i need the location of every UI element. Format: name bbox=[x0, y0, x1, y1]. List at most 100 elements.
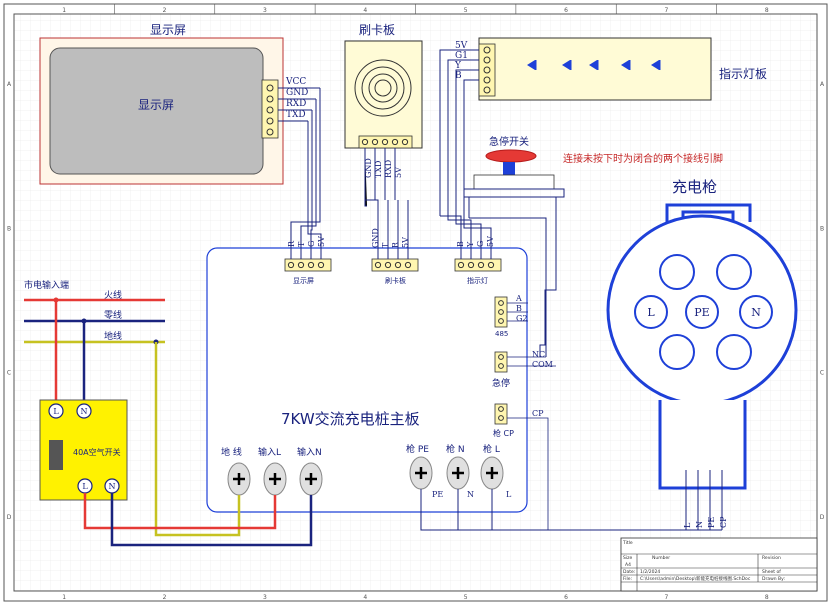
connector-estop: NC COM 急停 bbox=[492, 350, 556, 389]
display-pin-vcc: VCC bbox=[285, 77, 306, 87]
gun-wire-pe: PE bbox=[707, 517, 716, 528]
indicator-board: 指示灯板 5V G1 Y B bbox=[439, 37, 767, 216]
breaker-top-n: N bbox=[81, 407, 88, 416]
tb-file-value: C:\Users\admin\Desktop\新能充电桩接线图.SchDoc bbox=[640, 575, 751, 582]
ruler-number: 3 bbox=[263, 594, 267, 601]
rs485-pin-g2: G2 bbox=[516, 314, 527, 323]
display-pin-txd: TXD bbox=[286, 110, 306, 120]
mains-fire-label: 火线 bbox=[104, 289, 122, 301]
ruler-number: 6 bbox=[564, 594, 568, 601]
ruler-number: 7 bbox=[665, 594, 669, 601]
tb-date-label: Date: bbox=[623, 569, 635, 575]
ruler-number: 3 bbox=[263, 7, 267, 14]
card-conn-pin-t: T bbox=[381, 242, 390, 248]
indicator-pin-5v: 5V bbox=[455, 41, 468, 51]
ruler-number: 1 bbox=[62, 594, 66, 601]
connector-rs485: A B G2 485 bbox=[494, 294, 528, 338]
charging-gun-title: 充电枪 bbox=[672, 178, 717, 196]
main-board-title: 7KW交流充电桩主板 bbox=[281, 410, 420, 428]
estop-conn-pin-nc: NC bbox=[532, 350, 545, 359]
input-ground-label: 地 线 bbox=[221, 446, 242, 458]
title-block: Title Size A4 Number Revision Date: 1/2/… bbox=[620, 537, 818, 592]
ruler-number: 2 bbox=[163, 594, 167, 601]
gun-wire-cp: CP bbox=[719, 516, 728, 528]
gun-power-wires bbox=[420, 489, 722, 531]
ruler-letter: B bbox=[820, 225, 824, 232]
ruler-letter: C bbox=[820, 370, 824, 377]
gun-wire-n: N bbox=[695, 521, 704, 528]
tb-drawn-label: Drawn By: bbox=[762, 576, 785, 582]
output-terminals: 枪 PE 枪 N 枪 L PE N L bbox=[406, 443, 512, 499]
ruler-number: 8 bbox=[765, 7, 769, 14]
output-n-label: 枪 N bbox=[446, 443, 465, 455]
display-pin-rxd: RXD bbox=[286, 99, 306, 109]
input-terminals: 地 线 输入L 输入N bbox=[221, 446, 323, 496]
card-conn-pin-gnd: GND bbox=[371, 228, 380, 248]
breaker-n-wire bbox=[110, 493, 313, 547]
rs485-pin-a: A bbox=[515, 294, 522, 303]
display-module: 显示屏 显示屏 VCC GND RXD TXD bbox=[39, 23, 320, 185]
charging-gun: 充电枪 L PE N L N PE CP bbox=[606, 178, 798, 530]
ruler-number: 5 bbox=[464, 7, 468, 14]
ruler-letter: A bbox=[820, 81, 825, 88]
indicator-conn-label: 指示灯 bbox=[467, 276, 488, 285]
breaker-l-wire bbox=[83, 493, 277, 530]
display-pin-gnd: GND bbox=[286, 88, 308, 98]
mains-neutral-label: 零线 bbox=[104, 309, 122, 321]
rs485-pin-b: B bbox=[516, 304, 522, 313]
estop-title: 急停开关 bbox=[489, 135, 529, 148]
ruler-letter: A bbox=[7, 81, 12, 88]
output-letter-l: L bbox=[506, 490, 512, 499]
tb-date-value: 1/2/2024 bbox=[640, 569, 660, 575]
tb-revision-label: Revision bbox=[762, 555, 781, 561]
gun-pin-l: L bbox=[647, 306, 655, 319]
indicator-pin-y: Y bbox=[454, 61, 462, 71]
estop-conn-pin-com: COM bbox=[532, 360, 553, 369]
main-board: 7KW交流充电桩主板 R T G 5V 显示屏 GND T bbox=[206, 228, 556, 530]
tb-size-value: A4 bbox=[625, 562, 631, 568]
gun-pin-pe: PE bbox=[694, 306, 709, 319]
card-conn-label: 刷卡板 bbox=[385, 276, 406, 285]
output-pe-label: 枪 PE bbox=[406, 443, 429, 455]
input-l-label: 输入L bbox=[258, 446, 281, 458]
tb-sheet-label: Sheet of bbox=[762, 569, 781, 575]
indicator-pin-g1: G1 bbox=[455, 51, 468, 61]
mains-input: 市电输入端 火线 零线 地线 bbox=[24, 279, 241, 537]
card-conn-pin-r: R bbox=[391, 241, 400, 248]
rs485-label: 485 bbox=[495, 330, 508, 338]
ruler-number: 2 bbox=[163, 7, 167, 14]
ruler-number: 8 bbox=[765, 594, 769, 601]
ruler-number: 5 bbox=[464, 594, 468, 601]
mains-title: 市电输入端 bbox=[24, 279, 69, 291]
input-n-label: 输入N bbox=[297, 446, 322, 458]
card-conn-pin-5v: 5V bbox=[401, 237, 410, 248]
emergency-stop: 急停开关 连接未按下时为闭合的两个接线引脚 bbox=[463, 135, 723, 357]
breaker-label: 40A空气开关 bbox=[73, 447, 121, 457]
ruler-letter: D bbox=[820, 514, 825, 521]
signal-wires bbox=[290, 88, 547, 357]
output-letter-n: N bbox=[467, 490, 474, 499]
card-reader-title: 刷卡板 bbox=[359, 23, 395, 37]
ruler-number: 4 bbox=[363, 594, 367, 601]
gun-pin-n: N bbox=[751, 306, 761, 319]
ruler-number: 7 bbox=[665, 7, 669, 14]
ruler-letter: D bbox=[7, 514, 12, 521]
air-breaker: 40A空气开关 L N L N bbox=[39, 399, 128, 501]
card-reader-pin-5v: 5V bbox=[394, 167, 403, 178]
card-reader-pin-txd: TXD bbox=[374, 161, 383, 178]
ruler-number: 6 bbox=[564, 7, 568, 14]
breaker-top-l: L bbox=[53, 407, 59, 416]
gun-wire-l: L bbox=[683, 522, 692, 528]
ruler-letter: C bbox=[7, 370, 11, 377]
display-conn-label: 显示屏 bbox=[293, 277, 314, 285]
connector-cp: CP 枪 CP bbox=[493, 403, 549, 530]
indicator-pin-b: B bbox=[455, 71, 462, 81]
estop-conn-label: 急停 bbox=[492, 377, 510, 389]
tb-number-label: Number bbox=[652, 555, 670, 561]
tb-title-label: Title bbox=[622, 540, 633, 546]
output-l-label: 枪 L bbox=[483, 443, 500, 455]
connector-card-reader: GND T R 5V 刷卡板 bbox=[371, 228, 419, 285]
card-reader-pin-gnd: GND bbox=[364, 158, 373, 178]
